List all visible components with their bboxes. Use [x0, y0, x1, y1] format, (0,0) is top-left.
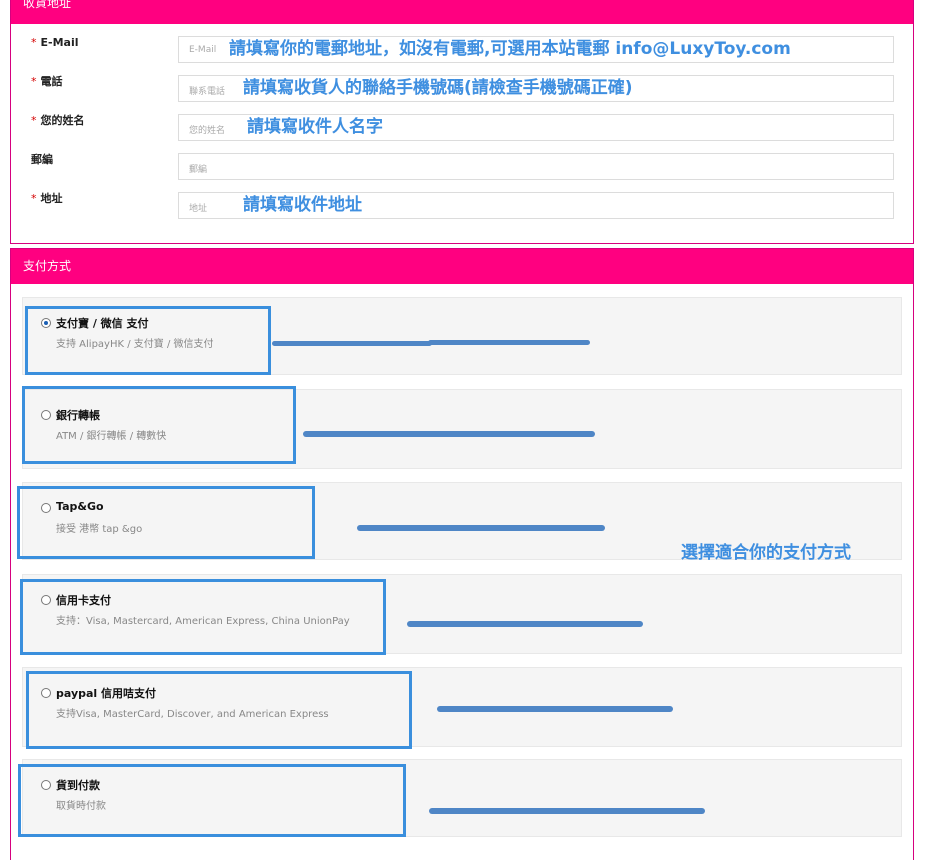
address-row: *地址 地址 請填寫收件地址: [31, 192, 901, 220]
payment-option-desc: ATM / 銀行轉帳 / 轉數快: [56, 431, 167, 442]
payment-option-desc: 支持Visa, MasterCard, Discover, and Americ…: [56, 709, 329, 720]
highlight-box: [22, 386, 296, 464]
radio-button[interactable]: [41, 503, 51, 513]
address-label: *地址: [31, 192, 63, 205]
highlight-box: [25, 306, 271, 375]
phone-hint: 請填寫收貨人的聯絡手機號碼(請檢查手機號碼正確): [243, 78, 633, 98]
name-field[interactable]: 您的姓名 請填寫收件人名字: [178, 114, 894, 141]
phone-label: *電話: [31, 75, 63, 88]
payment-option-title: paypal 信用咭支付: [56, 687, 157, 700]
shipping-header: 收貨地址: [11, 0, 913, 24]
payment-option-bank-transfer[interactable]: 銀行轉帳 ATM / 銀行轉帳 / 轉數快: [22, 386, 902, 469]
payment-option-title: 銀行轉帳: [56, 409, 100, 422]
payment-option-title: Tap&Go: [56, 500, 104, 513]
radio-button[interactable]: [41, 595, 51, 605]
radio-button[interactable]: [41, 688, 51, 698]
radio-button[interactable]: [41, 780, 51, 790]
payment-option-desc: 取貨時付款: [56, 801, 106, 812]
payment-option-tapgo[interactable]: Tap&Go 接受 港幣 tap &go: [17, 482, 902, 560]
email-row: *E-Mail E-Mail 請填寫你的電郵地址，如沒有電郵,可選用本站電郵 i…: [31, 36, 901, 64]
payment-option-title: 支付寶 / 微信 支付: [56, 317, 149, 330]
payment-option-alipay-wechat[interactable]: 支付寶 / 微信 支付 支持 AlipayHK / 支付寶 / 微信支付: [22, 297, 902, 375]
annotation-bar: [272, 341, 432, 346]
postcode-placeholder: 郵編: [189, 165, 208, 175]
annotation-bar: [437, 706, 673, 712]
email-label: *E-Mail: [31, 36, 79, 49]
postcode-row: 郵編 郵編: [31, 153, 901, 181]
shipping-address-panel: 收貨地址 *E-Mail E-Mail 請填寫你的電郵地址，如沒有電郵,可選用本…: [10, 0, 914, 244]
highlight-box: [20, 579, 386, 655]
phone-row: *電話 聯系電話 請填寫收貨人的聯絡手機號碼(請檢查手機號碼正確): [31, 75, 901, 103]
highlight-box: [17, 486, 315, 559]
annotation-bar: [428, 340, 590, 345]
highlight-box: [26, 671, 412, 749]
radio-button[interactable]: [41, 410, 51, 420]
address-field[interactable]: 地址 請填寫收件地址: [178, 192, 894, 219]
payment-option-title: 信用卡支付: [56, 594, 111, 607]
payment-option-title: 貨到付款: [56, 779, 100, 792]
postcode-label: 郵編: [31, 153, 53, 166]
payment-option-desc: 接受 港幣 tap &go: [56, 524, 143, 535]
address-hint: 請填寫收件地址: [243, 195, 362, 215]
payment-header: 支付方式: [11, 249, 913, 284]
annotation-bar: [303, 431, 595, 437]
payment-option-desc: 支持：Visa, Mastercard, American Express, C…: [56, 616, 350, 627]
email-hint: 請填寫你的電郵地址，如沒有電郵,可選用本站電郵 info@LuxyToy.com: [229, 39, 791, 59]
annotation-bar: [429, 808, 705, 814]
annotation-bar: [407, 621, 643, 627]
postcode-field[interactable]: 郵編: [178, 153, 894, 180]
address-placeholder: 地址: [189, 204, 208, 214]
email-placeholder: E-Mail: [189, 45, 217, 55]
payment-option-paypal[interactable]: paypal 信用咭支付 支持Visa, MasterCard, Discove…: [22, 667, 902, 749]
highlight-box: [18, 764, 406, 837]
payment-method-panel: 支付方式 支付寶 / 微信 支付 支持 AlipayHK / 支付寶 / 微信支…: [10, 248, 914, 860]
payment-option-desc: 支持 AlipayHK / 支付寶 / 微信支付: [56, 339, 214, 350]
payment-option-credit-card[interactable]: 信用卡支付 支持：Visa, Mastercard, American Expr…: [20, 574, 902, 655]
payment-option-cod[interactable]: 貨到付款 取貨時付款: [18, 759, 902, 837]
payment-hint: 選擇適合你的支付方式: [681, 543, 851, 563]
annotation-bar: [357, 525, 605, 531]
name-row: *您的姓名 您的姓名 請填寫收件人名字: [31, 114, 901, 142]
radio-button-selected[interactable]: [41, 318, 51, 328]
phone-field[interactable]: 聯系電話 請填寫收貨人的聯絡手機號碼(請檢查手機號碼正確): [178, 75, 894, 102]
phone-placeholder: 聯系電話: [189, 87, 226, 97]
name-placeholder: 您的姓名: [189, 126, 226, 136]
name-hint: 請填寫收件人名字: [247, 117, 383, 137]
name-label: *您的姓名: [31, 114, 85, 127]
email-field[interactable]: E-Mail 請填寫你的電郵地址，如沒有電郵,可選用本站電郵 info@Luxy…: [178, 36, 894, 63]
